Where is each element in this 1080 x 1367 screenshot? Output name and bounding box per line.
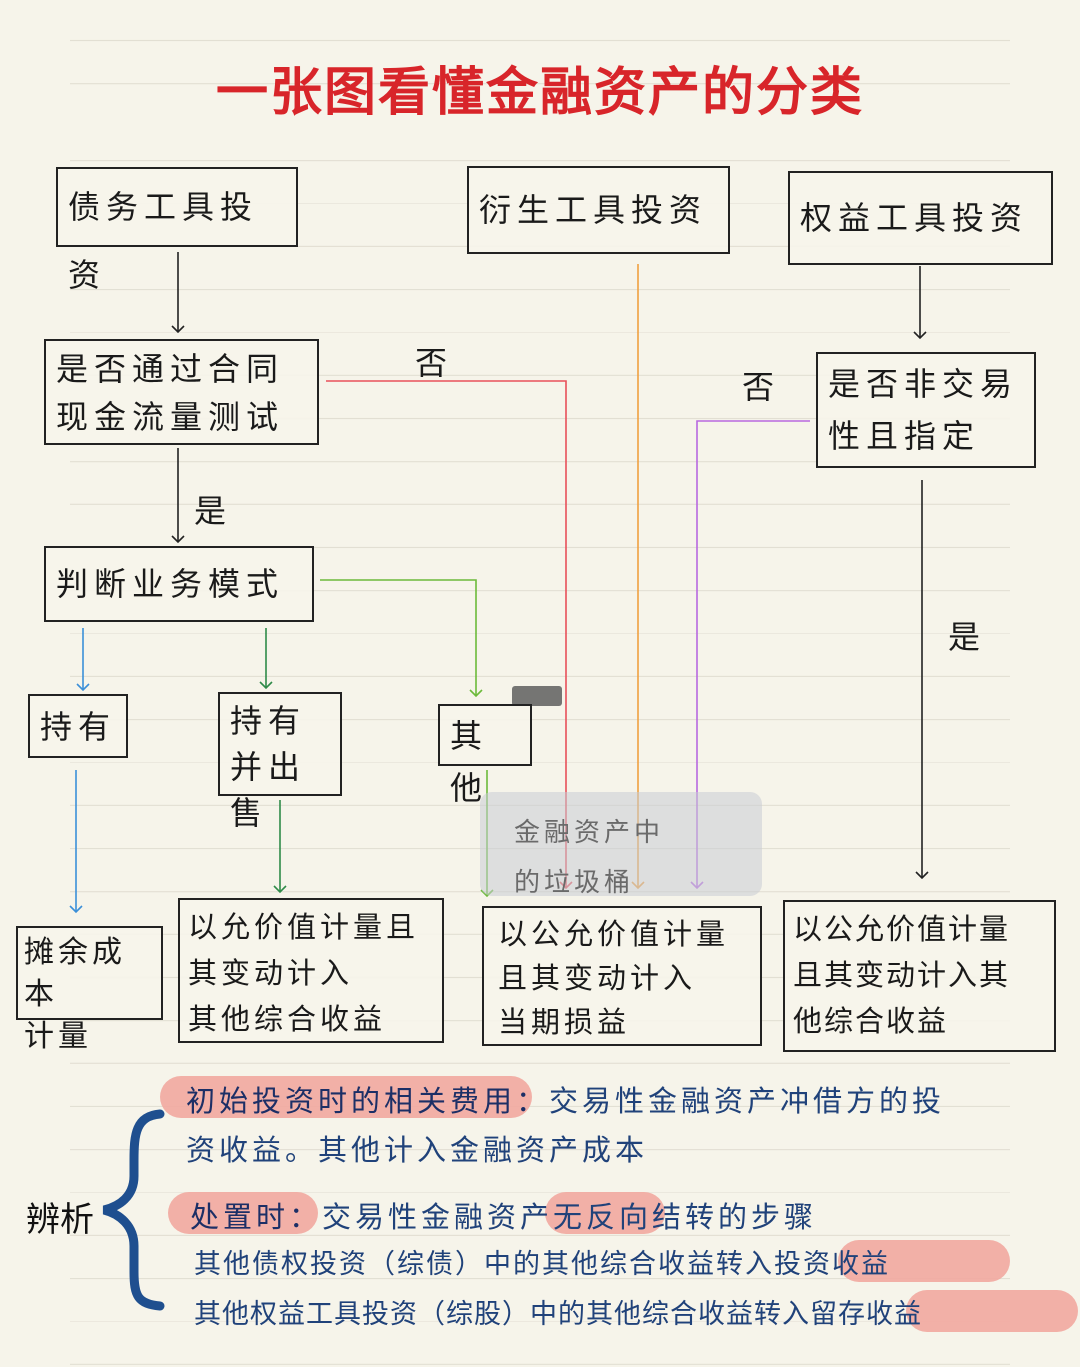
note-initial-line-2: 资收益。其他计入金融资产成本 [186, 1133, 649, 1167]
node-label-line: 以公允价值计量 [793, 912, 1011, 946]
highlight-initial [160, 1076, 532, 1118]
node-label: 其他 [450, 717, 489, 807]
node-label: 判断业务模式 [56, 565, 285, 603]
page-title: 一张图看懂金融资产的分类 [215, 63, 864, 123]
edge-label-equity-no: 否 [742, 368, 775, 406]
node-label-line: 计量 [24, 1019, 92, 1054]
trash-note-line-1: 金融资产中 [514, 818, 665, 848]
highlight-investment-income [838, 1240, 1010, 1282]
node-label-line: 并出售 [230, 748, 307, 832]
result-fvtpl: 以公允价值计量 且其变动计入 当期损益 [482, 906, 762, 1046]
note-debt-line: 其他债权投资（综债）中的其他综合收益转入投资收益 [194, 1249, 890, 1280]
node-label-line: 持有 [230, 702, 307, 740]
note-equity-line: 其他权益工具投资（综股）中的其他综合收益转入留存收益 [194, 1299, 922, 1330]
node-label: 债务工具投资 [68, 188, 259, 294]
side-label-bianxi: 辨析 [26, 1200, 94, 1240]
brace-icon [102, 1109, 165, 1311]
edge-label-equity-yes: 是 [948, 618, 981, 656]
ink-smudge [512, 686, 562, 706]
node-label-line: 他综合收益 [793, 1004, 949, 1038]
note-disposal-text: 交易性金融资产无反向结转的步骤 [322, 1200, 818, 1234]
trash-note-line-2: 的垃圾桶 [514, 868, 635, 898]
node-label: 衍生工具投资 [479, 191, 708, 229]
node-label-line: 以公允价值计量 [498, 917, 730, 951]
edge-label-test-yes: 是 [194, 492, 227, 530]
highlight-disposal [168, 1192, 318, 1234]
node-hold: 持有 [28, 694, 128, 758]
node-label-line: 当期损益 [498, 1005, 631, 1039]
node-label-line: 摊余成本 [24, 935, 126, 1012]
note-initial-line-1: 初始投资时的相关费用：交易性金融资产冲借方的投 [186, 1078, 945, 1120]
result-amortized-cost: 摊余成本 计量 [16, 926, 163, 1054]
trash-bin-callout [480, 792, 762, 896]
node-label-line: 是否非交易 [828, 365, 1019, 403]
result-fvoci-debt: 以允价值计量且 其变动计入 其他综合收益 [178, 898, 444, 1043]
node-label-line: 其变动计入 [188, 956, 354, 990]
arrow-model-to-other [320, 579, 483, 698]
note-disposal-line: 处置时：交易性金融资产无反向结转的步骤 [190, 1194, 817, 1236]
node-label: 权益工具投资 [800, 199, 1029, 237]
highlight-retained-earnings [906, 1290, 1078, 1332]
arrow-equity-no [690, 420, 810, 890]
note-disposal-key: 处置时： [190, 1200, 323, 1234]
result-fvoci-equity: 以公允价值计量 且其变动计入其 他综合收益 [783, 900, 1056, 1052]
node-label-line: 是否通过合同 [56, 350, 285, 388]
node-label-line: 以允价值计量且 [188, 910, 420, 944]
note-initial-key: 初始投资时的相关费用： [186, 1084, 550, 1118]
node-other: 其他 [438, 704, 532, 807]
highlight-no-reverse [545, 1192, 665, 1234]
node-label-line: 且其变动计入 [498, 961, 697, 995]
node-hold-and-sell: 持有 并出售 [218, 692, 342, 832]
node-business-model: 判断业务模式 [44, 546, 314, 622]
node-label-line: 性且指定 [828, 417, 981, 455]
node-equity-investment: 权益工具投资 [788, 171, 1053, 265]
node-derivative-investment: 衍生工具投资 [467, 166, 730, 254]
node-non-trading-check: 是否非交易 性且指定 [816, 352, 1036, 468]
node-cashflow-test: 是否通过合同 现金流量测试 [44, 339, 319, 445]
node-label-line: 其他综合收益 [188, 1002, 387, 1036]
edge-label-test-no: 否 [415, 344, 448, 382]
note-initial-text-1: 交易性金融资产冲借方的投 [549, 1084, 946, 1118]
arrow-test-no [326, 380, 573, 890]
node-label-line: 且其变动计入其 [793, 958, 1011, 992]
node-debt-investment: 债务工具投资 [56, 167, 298, 294]
node-label-line: 现金流量测试 [56, 398, 285, 436]
node-label: 持有 [40, 708, 117, 746]
